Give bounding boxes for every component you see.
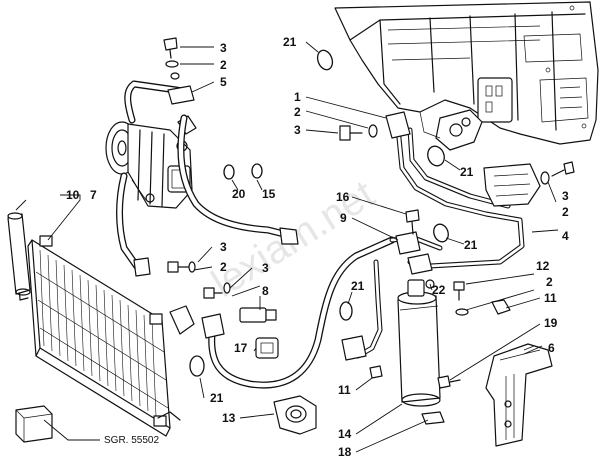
callout-16: 16	[336, 190, 350, 204]
callout-3: 3	[562, 189, 569, 203]
callout-2: 2	[220, 58, 227, 72]
callout-labels: 3 2 5 21 1 2 3 21 20 15 10 7 16 9 21 3 2…	[66, 35, 569, 459]
hvac-housing	[334, 1, 599, 151]
callout-3: 3	[220, 41, 227, 55]
receiver-drier	[397, 279, 441, 407]
callout-2: 2	[220, 260, 227, 274]
callout-1: 1	[294, 90, 301, 104]
callout-3: 3	[220, 240, 227, 254]
callout-13: 13	[222, 411, 236, 425]
leader-lines	[15, 41, 559, 453]
callout-21: 21	[464, 238, 478, 252]
callout-21: 21	[460, 165, 474, 179]
callout-5: 5	[220, 75, 227, 89]
callout-3: 3	[294, 123, 301, 137]
callout-6: 6	[548, 341, 555, 355]
callout-15: 15	[262, 187, 276, 201]
callout-11: 11	[338, 383, 351, 397]
callout-2: 2	[546, 275, 553, 289]
callout-3: 3	[262, 261, 269, 275]
callout-12: 12	[536, 259, 550, 273]
callout-17: 17	[234, 341, 248, 355]
relay	[15, 405, 53, 443]
callout-9: 9	[340, 211, 347, 225]
clamp-13	[273, 395, 317, 435]
reference-code: SGR. 55502	[104, 435, 159, 446]
bracket-4	[483, 163, 541, 207]
callout-2: 2	[294, 105, 301, 119]
refrigerant-lines	[116, 80, 525, 389]
callout-21: 21	[283, 35, 297, 49]
callout-22: 22	[432, 283, 446, 297]
callout-21: 21	[210, 391, 224, 405]
o-rings	[189, 49, 449, 377]
callout-8: 8	[262, 284, 269, 298]
callout-2: 2	[562, 205, 569, 219]
callout-18: 18	[338, 445, 352, 459]
callout-10: 10	[66, 188, 80, 202]
label-plate	[421, 411, 445, 425]
fasteners	[163, 37, 575, 389]
callout-21: 21	[351, 279, 365, 293]
callout-20: 20	[232, 187, 246, 201]
bracket-6	[485, 343, 553, 447]
callout-19: 19	[544, 316, 558, 330]
callout-14: 14	[338, 427, 352, 441]
callout-4: 4	[562, 229, 569, 243]
condenser	[17, 235, 181, 437]
callout-11: 11	[544, 291, 557, 305]
receiver-drier-cylinder	[7, 212, 31, 296]
callout-7: 7	[90, 188, 97, 202]
fittings	[133, 85, 433, 361]
